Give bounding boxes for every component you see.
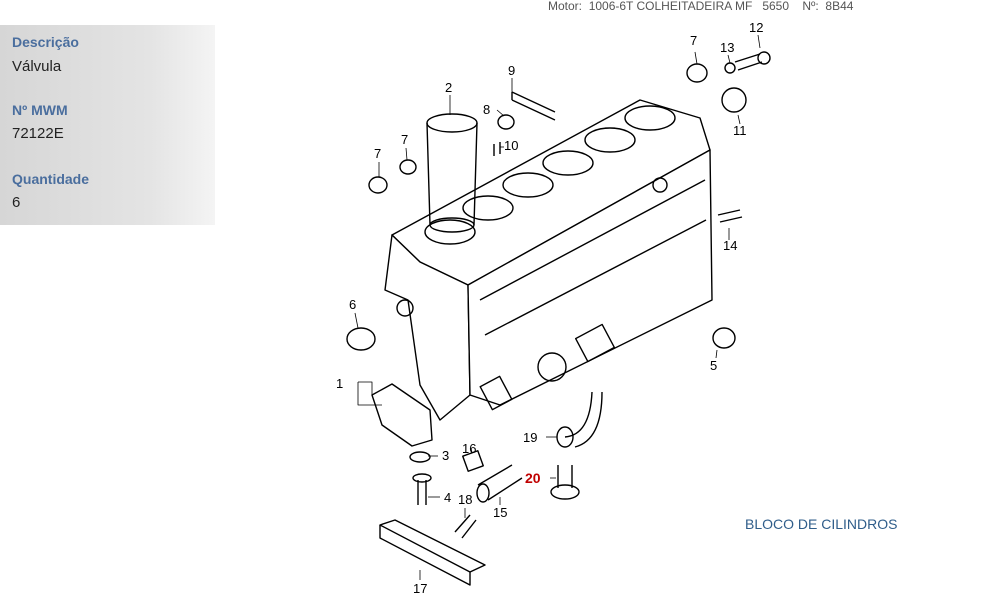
pin <box>493 142 501 156</box>
cylinder-liner-body <box>426 122 478 226</box>
callout-3[interactable]: 3 <box>442 448 449 463</box>
plug <box>712 327 736 349</box>
callout-7-left[interactable]: 7 <box>374 146 381 161</box>
block-port <box>537 352 567 382</box>
cylinder-liner-bottom <box>429 217 475 233</box>
description-label: Descrição <box>12 34 79 50</box>
number-label: Nº: <box>802 0 819 13</box>
block-side-rail <box>484 219 707 336</box>
sleeve <box>462 450 484 472</box>
block-port <box>574 323 616 363</box>
quantity-value: 6 <box>12 194 21 211</box>
bearing <box>346 327 376 351</box>
cylinder-bore <box>584 127 636 153</box>
block-side-rail <box>479 179 706 301</box>
tube-end <box>476 483 490 503</box>
plug <box>368 176 388 194</box>
callout-8[interactable]: 8 <box>483 102 490 117</box>
engine-header: Motor: 1006-6T COLHEITADEIRA MF 5650 Nº:… <box>548 0 853 13</box>
bolt <box>734 53 763 71</box>
plug <box>399 159 417 175</box>
valve-base <box>550 484 580 500</box>
cylinder-bore <box>624 105 676 131</box>
callout-19[interactable]: 19 <box>523 430 537 445</box>
model-value: 5650 <box>762 0 790 13</box>
bolt-head <box>757 51 771 65</box>
mwm-label: Nº MWM <box>12 102 68 118</box>
callout-12[interactable]: 12 <box>749 20 763 35</box>
bearing-cap <box>371 383 433 447</box>
small-plug <box>497 114 515 130</box>
part-info-panel: Descrição Válvula Nº MWM 72122E Quantida… <box>0 25 215 225</box>
cylinder-bore <box>462 195 514 221</box>
callout-1[interactable]: 1 <box>336 376 343 391</box>
callout-2[interactable]: 2 <box>445 80 452 95</box>
callout-20-highlighted[interactable]: 20 <box>525 470 541 486</box>
callout-18[interactable]: 18 <box>458 492 472 507</box>
callout-13[interactable]: 13 <box>720 40 734 55</box>
valve-body <box>557 465 573 488</box>
washer <box>724 62 736 74</box>
motor-label: Motor: <box>548 0 583 13</box>
callout-10[interactable]: 10 <box>504 138 518 153</box>
elbow-pipe <box>564 391 603 448</box>
cylinder-bore <box>502 172 554 198</box>
block-port <box>479 375 513 411</box>
motor-value: 1006-6T COLHEITADEIRA MF <box>588 0 753 13</box>
washer <box>409 451 431 463</box>
callout-17[interactable]: 17 <box>413 581 427 596</box>
mwm-value: 72122E <box>12 125 64 142</box>
bolt <box>454 514 477 539</box>
callout-4[interactable]: 4 <box>444 490 451 505</box>
plug <box>686 63 708 83</box>
bolt-head <box>412 473 432 483</box>
cylinder-bore <box>542 150 594 176</box>
callout-6[interactable]: 6 <box>349 297 356 312</box>
callout-14[interactable]: 14 <box>723 238 737 253</box>
tube <box>477 464 523 501</box>
bearing-bridge-side <box>379 525 471 586</box>
block-front-face <box>384 234 471 421</box>
callout-9[interactable]: 9 <box>508 63 515 78</box>
cylinder-bore <box>424 219 476 245</box>
block-hole <box>396 299 414 317</box>
callout-16[interactable]: 16 <box>462 441 476 456</box>
callout-5[interactable]: 5 <box>710 358 717 373</box>
number-value: 8B44 <box>825 0 854 13</box>
callout-11[interactable]: 11 <box>733 123 747 138</box>
quantity-label: Quantidade <box>12 171 90 187</box>
bearing-bridge <box>379 519 486 573</box>
block-hole <box>652 177 668 193</box>
cylinder-liner-top <box>426 113 478 133</box>
callout-15[interactable]: 15 <box>493 505 507 520</box>
plug <box>721 87 747 113</box>
stud <box>511 91 556 121</box>
callout-7-mid[interactable]: 7 <box>401 132 408 147</box>
bolt <box>417 480 427 505</box>
diagram-title: BLOCO DE CILINDROS <box>745 516 898 532</box>
callout-7-right[interactable]: 7 <box>690 33 697 48</box>
dowel <box>717 209 743 223</box>
description-value: Válvula <box>12 58 62 75</box>
